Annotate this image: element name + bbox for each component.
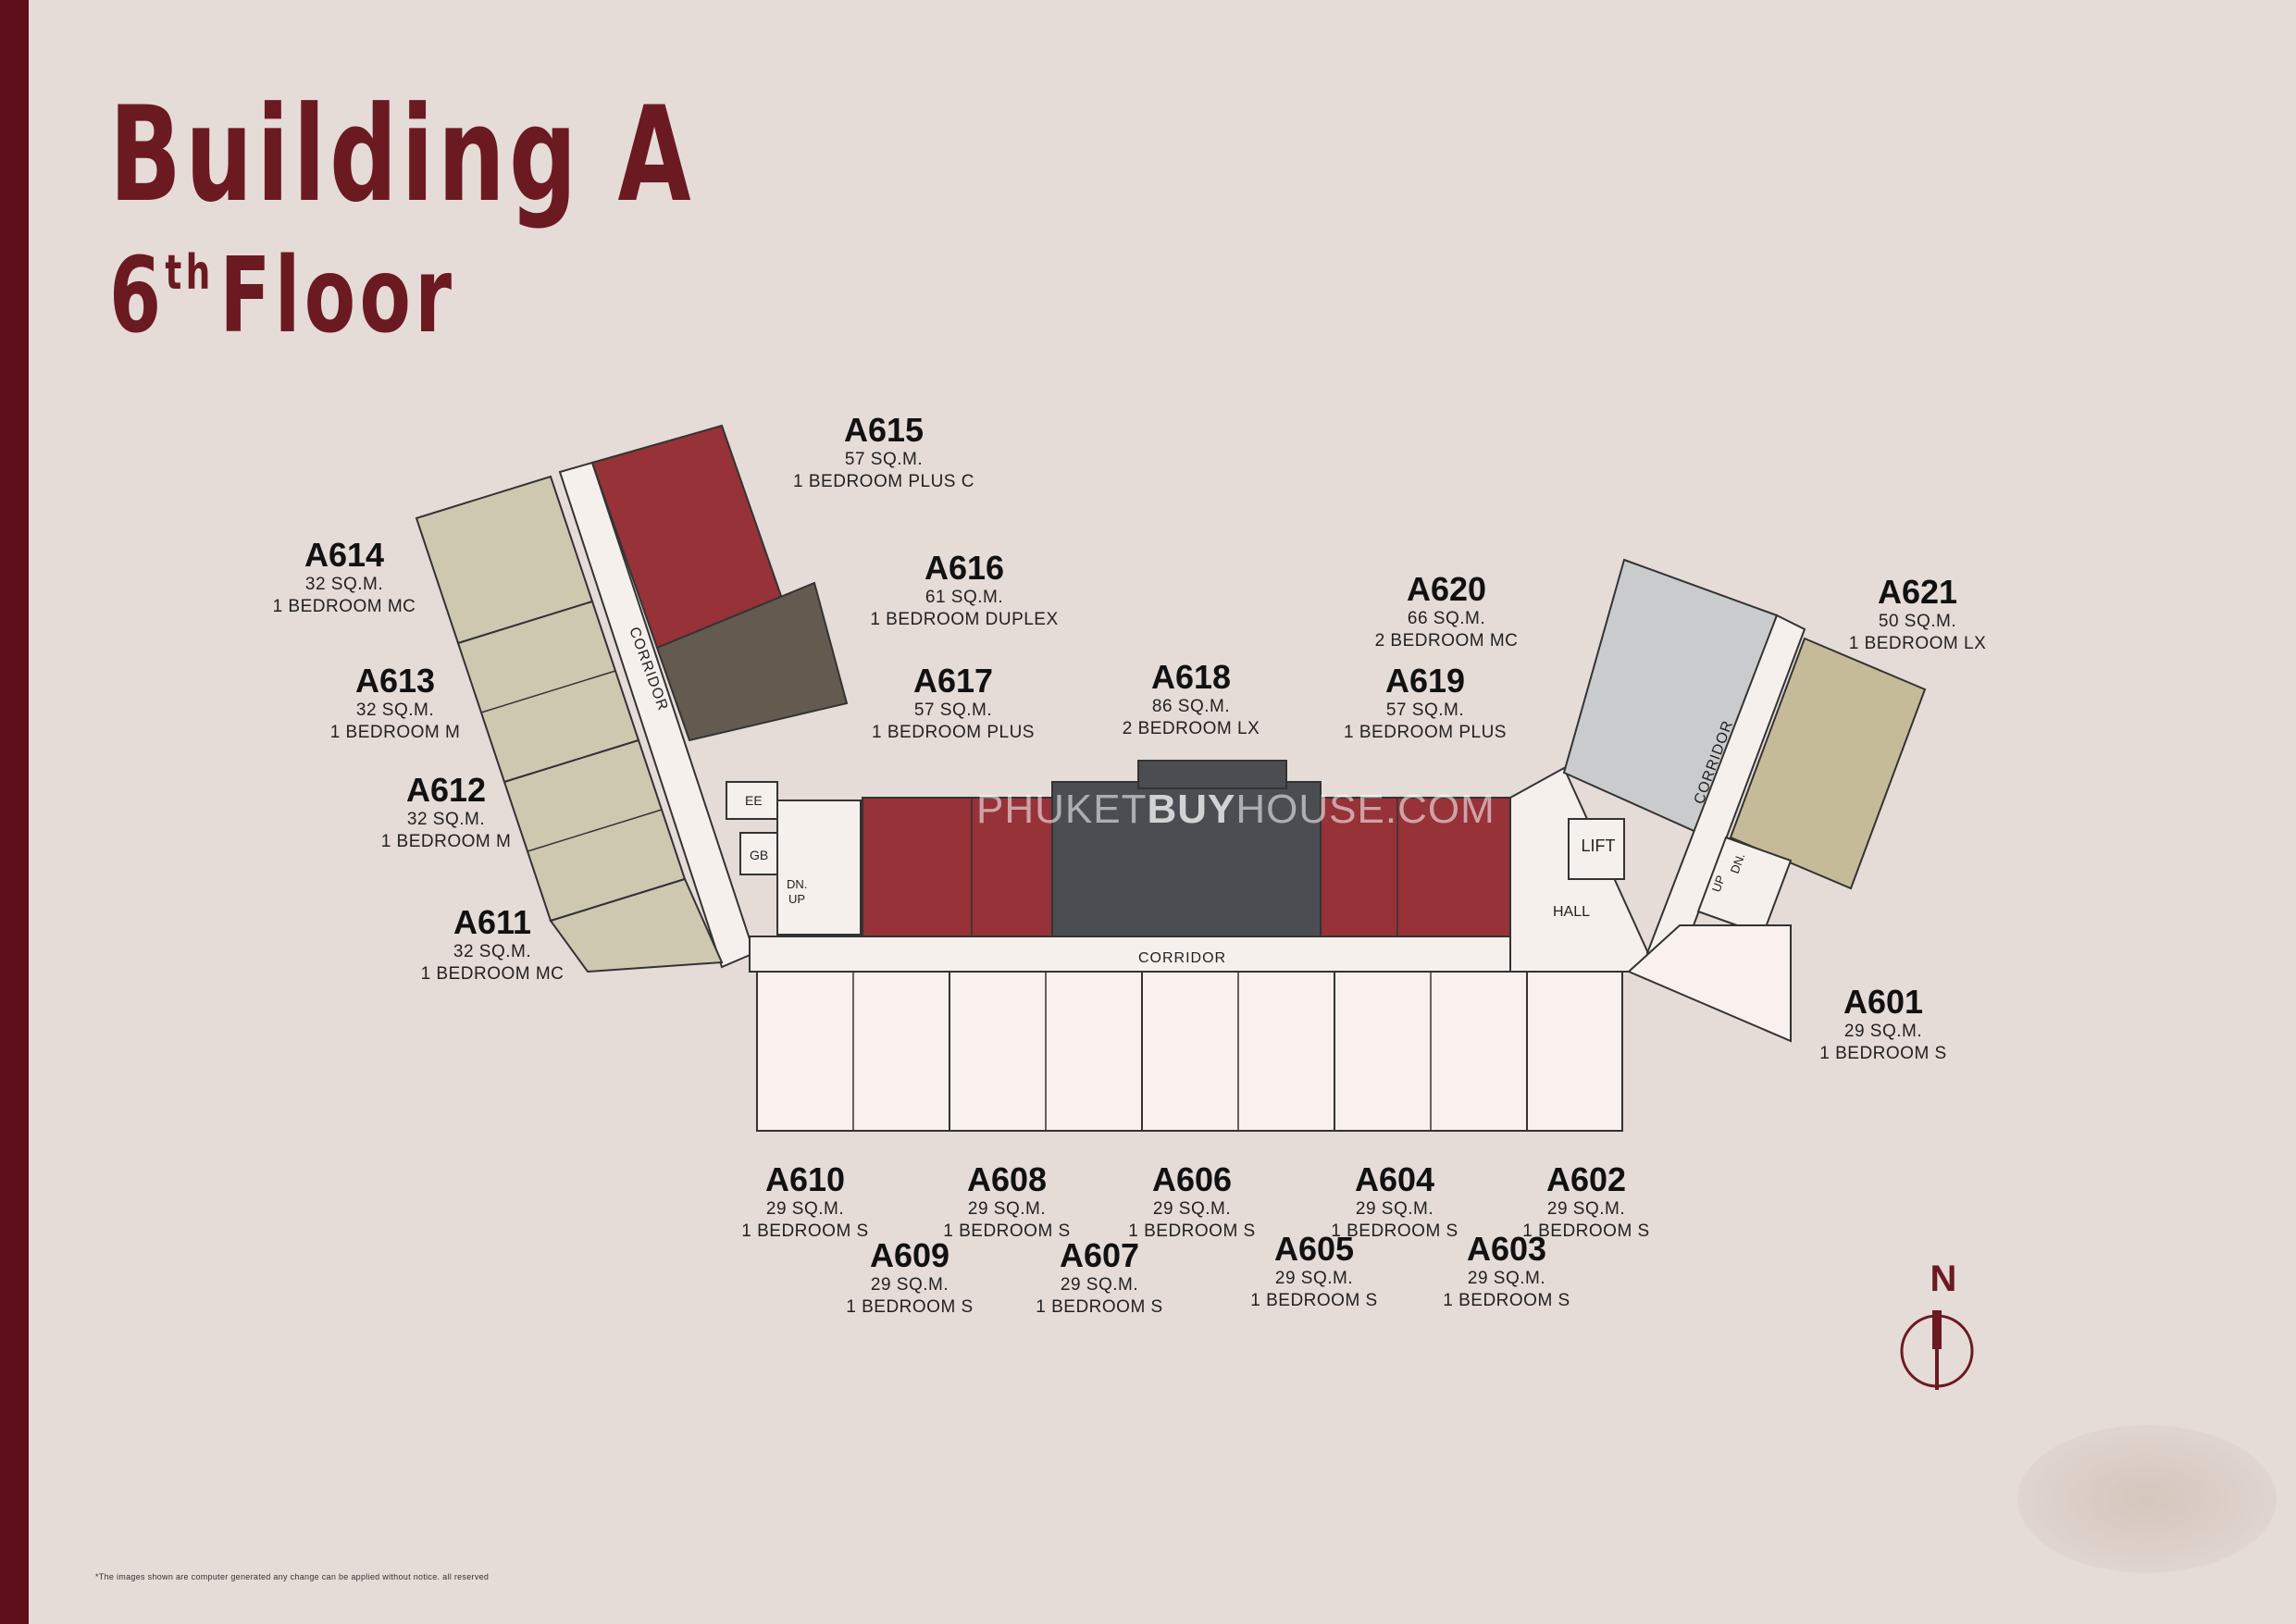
compass-icon (1900, 1310, 1974, 1390)
side-bar (0, 0, 29, 1624)
watermark: PHUKETBUYHOUSE.COM (976, 787, 1496, 832)
left-wing (415, 461, 756, 973)
smudge (2017, 1425, 2277, 1573)
stair-right-dn: DN. (1728, 851, 1748, 875)
gb-label: GB (750, 848, 768, 862)
unit-A617-shape (862, 797, 1053, 937)
page-title: Building A (109, 79, 695, 231)
unit-A611-shape (549, 877, 724, 973)
stair-left-up: UP (788, 892, 805, 906)
ee-label: EE (745, 793, 763, 808)
unit-A618-shape (1051, 781, 1322, 937)
lift-box (1568, 818, 1625, 880)
floor-number: 6 (109, 236, 166, 356)
hall-label: HALL (1553, 904, 1590, 920)
disclaimer: *The images shown are computer generated… (95, 1572, 490, 1581)
unit-A619-shape (1320, 797, 1511, 937)
stair-left-dn: DN. (787, 877, 807, 891)
stair-right-up: UP (1709, 874, 1728, 894)
gb-room (739, 832, 778, 875)
north-arrow: N (1893, 1258, 1994, 1397)
floor-word: Floor (219, 236, 456, 356)
unit-A618-top (1137, 760, 1287, 789)
unit-A616-shape (655, 581, 849, 742)
corridor-main-label: CORRIDOR (1138, 950, 1226, 966)
ee-room (726, 781, 778, 820)
unit-A601-shape (1627, 924, 1792, 1043)
lift-label: LIFT (1581, 837, 1615, 855)
stair-left (776, 800, 862, 936)
south-row (756, 971, 1623, 1132)
north-label: N (1930, 1258, 1957, 1299)
floor-title: 6thFloor (109, 236, 455, 356)
floor-suffix: th (165, 245, 215, 301)
unit-A621-shape (1729, 637, 1927, 890)
